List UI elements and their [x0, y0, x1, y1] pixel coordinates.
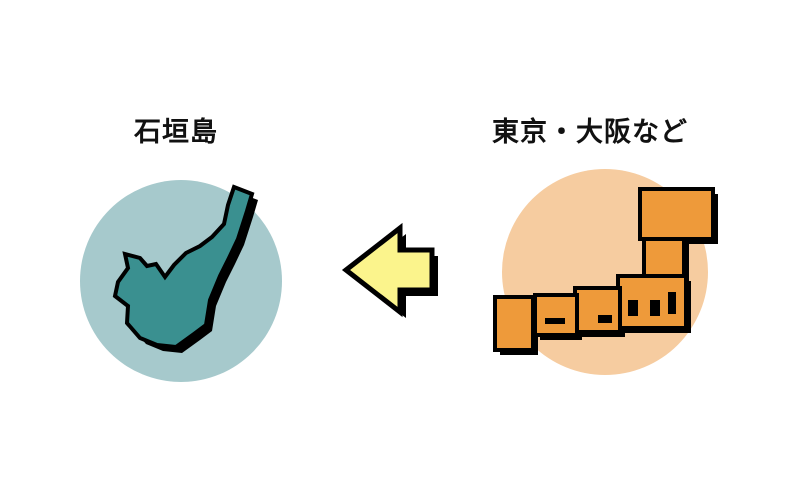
- origin-label: 東京・大阪など: [492, 117, 688, 148]
- ishigaki-island-icon: [112, 184, 258, 353]
- left-arrow-icon: [341, 222, 438, 318]
- destination-label: 石垣島: [134, 117, 218, 148]
- destination-group: [80, 180, 282, 382]
- japan-mainland-map-icon: [493, 187, 718, 355]
- origin-group: [493, 169, 718, 375]
